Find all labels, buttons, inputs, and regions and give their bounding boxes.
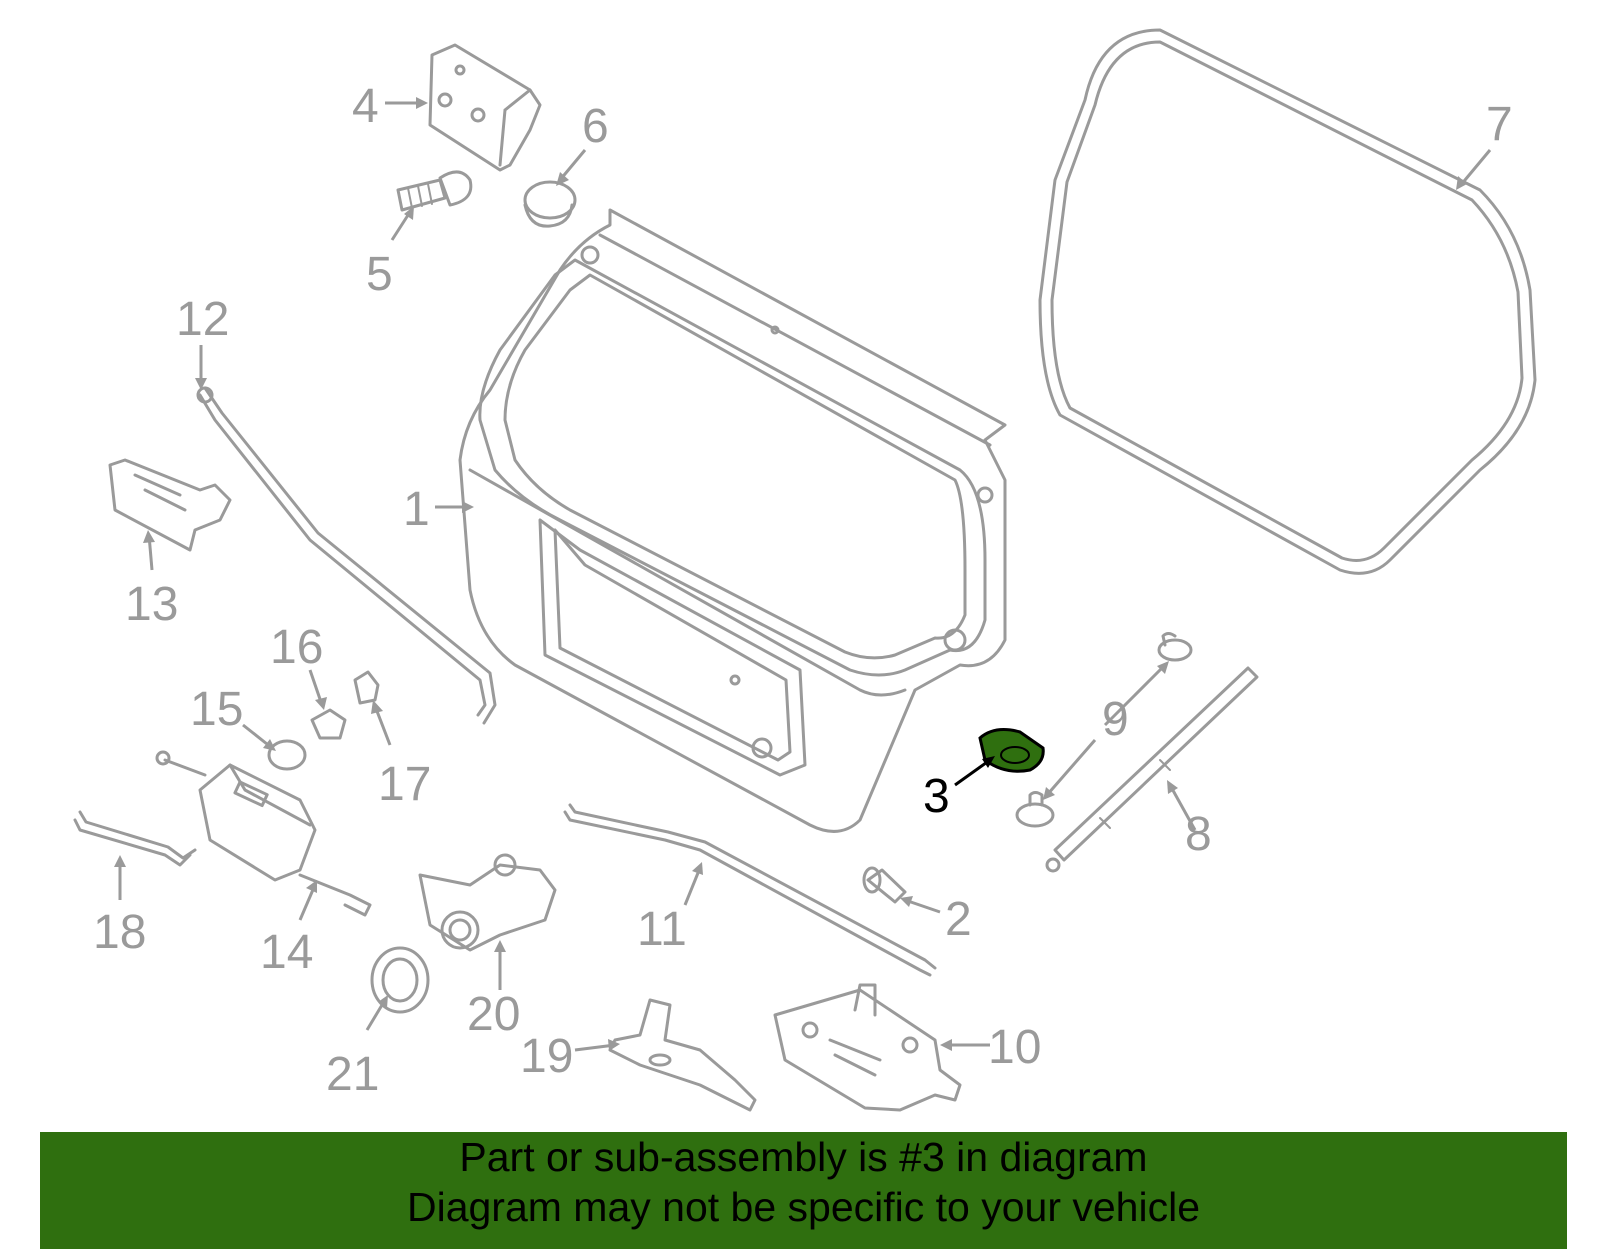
part-3-grommet: [978, 728, 1045, 773]
part-10-latch: [773, 983, 962, 1112]
callout-14: 14: [260, 926, 313, 979]
part-7-weatherstrip: [1038, 28, 1537, 575]
callout-12: 12: [176, 293, 229, 346]
part-1-liftgate: [458, 208, 1007, 833]
part-8-strut: [1045, 666, 1259, 873]
callout-1: 1: [403, 483, 430, 536]
callout-21: 21: [326, 1048, 379, 1101]
callout-7: 7: [1486, 98, 1513, 151]
callout-10: 10: [988, 1021, 1041, 1074]
part-5-bolt: [396, 170, 473, 212]
callout-15: 15: [190, 683, 243, 736]
callout-18: 18: [93, 906, 146, 959]
callout-4: 4: [352, 80, 379, 133]
part-13-bracket: [108, 458, 232, 552]
part-12-rod: [196, 386, 497, 725]
callout-8: 8: [1185, 808, 1212, 861]
part-11-rod: [563, 803, 937, 977]
callout-9: 9: [1102, 693, 1129, 746]
callout-5: 5: [366, 248, 393, 301]
part-20-lock: [418, 853, 557, 952]
callout-19: 19: [520, 1030, 573, 1083]
part-2-bolt: [862, 866, 907, 904]
part-17-clip: [353, 670, 380, 705]
part-15-clip: [267, 739, 307, 771]
part-18-rod: [73, 810, 197, 867]
part-21-seal: [370, 946, 430, 1014]
part-notice-banner: Part or sub-assembly is #3 in diagram Di…: [40, 1132, 1567, 1249]
part-6-cap: [523, 180, 577, 228]
part-9-clip: [1015, 632, 1193, 828]
callout-17: 17: [378, 758, 431, 811]
callout-2: 2: [945, 893, 972, 946]
banner-line-2: Diagram may not be specific to your vehi…: [406, 1184, 1200, 1230]
banner-line-1: Part or sub-assembly is #3 in diagram: [459, 1134, 1148, 1180]
callout-20: 20: [467, 988, 520, 1041]
callout-3: 3: [923, 770, 950, 823]
callout-16: 16: [270, 621, 323, 674]
part-19-bracket: [608, 998, 757, 1112]
part-14-actuator: [155, 750, 372, 917]
part-4-hinge: [428, 43, 542, 172]
callout-6: 6: [582, 100, 609, 153]
callout-13: 13: [125, 578, 178, 631]
leader-lines: [114, 97, 1492, 1052]
part-16-clip: [310, 708, 347, 740]
callout-11: 11: [637, 903, 687, 956]
callout-labels: 4 6 5 7 1 12 13 16 15 17 18 14 20 21 19 …: [93, 80, 1513, 1101]
